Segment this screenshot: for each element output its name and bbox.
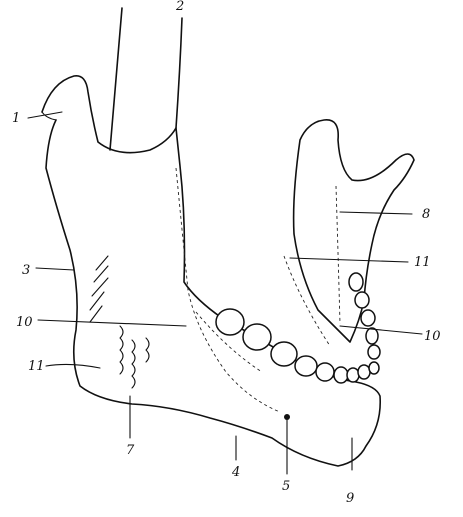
inner-tooth-1	[349, 273, 363, 291]
label-10-right: 10	[424, 329, 441, 344]
oblique-line	[176, 168, 280, 412]
premolar-1	[295, 356, 317, 376]
molar-3	[271, 342, 297, 366]
leader-11-right	[290, 258, 408, 262]
label-8: 8	[422, 207, 430, 222]
label-2: 2	[175, 0, 184, 14]
leader-1	[28, 112, 62, 118]
label-9: 9	[346, 491, 354, 506]
ramus-shaft-left-line	[110, 8, 122, 150]
hatch-masseter	[90, 256, 108, 322]
label-10-left: 10	[16, 315, 33, 330]
leader-3	[36, 268, 74, 270]
right-ramus-line	[284, 256, 330, 346]
incisor-1	[347, 368, 359, 382]
label-3: 3	[22, 263, 30, 278]
mandible-outline	[42, 76, 380, 466]
ramus-shaft-right-line	[176, 18, 182, 128]
label-7: 7	[126, 443, 135, 458]
molar-1	[216, 309, 244, 335]
mental-foramen-dot	[284, 414, 290, 420]
teeth-row	[216, 309, 379, 383]
label-11-right: 11	[414, 255, 431, 270]
hatch-pterygoid	[120, 326, 149, 388]
label-1: 1	[12, 111, 20, 126]
label-11-left: 11	[28, 359, 45, 374]
inner-tooth-5	[368, 345, 380, 359]
incisor-2	[358, 365, 370, 379]
leader-10-left	[38, 320, 186, 326]
canine	[334, 367, 348, 383]
incisor-3	[369, 362, 379, 374]
right-ramus-outline	[294, 120, 414, 342]
molar-2	[243, 324, 271, 350]
inner-tooth-3	[361, 310, 375, 326]
leader-10-right	[340, 326, 422, 334]
right-ramus-inner	[336, 186, 340, 324]
leader-11-left	[46, 364, 100, 368]
premolar-2	[316, 363, 334, 381]
label-5: 5	[282, 479, 290, 494]
label-4: 4	[231, 465, 240, 480]
inner-tooth-4	[366, 328, 378, 344]
inner-tooth-2	[355, 292, 369, 308]
leader-8	[340, 212, 412, 214]
